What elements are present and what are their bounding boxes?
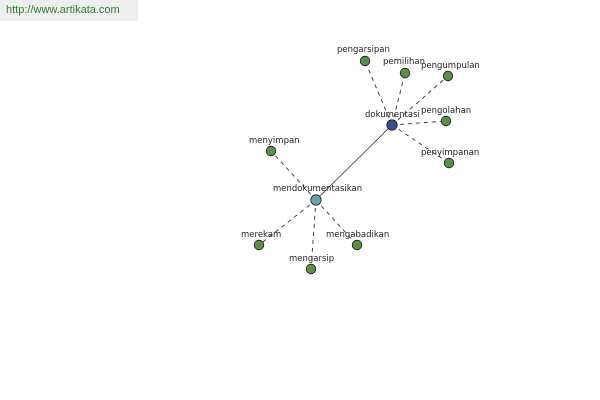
source-url-text[interactable]: http://www.artikata.com: [0, 0, 138, 21]
edge-dokumentasi-pengolahan: [391, 120, 447, 126]
nodes-layer: [253, 55, 455, 275]
node-pemilihan[interactable]: [399, 67, 411, 79]
label-mendokumentasikan: mendokumentasikan: [273, 184, 362, 194]
label-pengumpulan: pengumpulan: [421, 61, 480, 71]
label-penyimpanan: penyimpanan: [421, 148, 479, 158]
edge-mendokumentasikan-mengabadikan: [315, 199, 358, 246]
node-pengolahan[interactable]: [440, 115, 452, 127]
label-merekam: merekam: [241, 230, 281, 240]
edge-mendokumentasikan-menyimpan: [270, 150, 317, 201]
label-menyimpan: menyimpan: [249, 136, 300, 146]
hub-node-dokumentasi[interactable]: [386, 119, 398, 131]
node-mengabadikan[interactable]: [351, 239, 363, 251]
edges-layer: [258, 60, 450, 270]
node-menyimpan[interactable]: [265, 145, 277, 157]
edge-dokumentasi-pengarsipan: [364, 60, 393, 126]
node-pengumpulan[interactable]: [442, 70, 454, 82]
node-pengarsipan[interactable]: [359, 55, 371, 67]
hub-node-mendokumentasikan[interactable]: [310, 194, 322, 206]
label-pengolahan: pengolahan: [421, 106, 471, 116]
edge-dokumentasi-penyimpanan: [391, 124, 450, 164]
node-merekam[interactable]: [253, 239, 265, 251]
label-pengarsipan: pengarsipan: [337, 45, 390, 55]
label-mengarsip: mengarsip: [289, 254, 334, 264]
edge-dokumentasi-mendokumentasikan: [315, 124, 393, 201]
edge-mendokumentasikan-mengarsip: [310, 199, 317, 270]
label-mengabadikan: mengabadikan: [326, 230, 389, 240]
node-penyimpanan[interactable]: [443, 157, 455, 169]
node-mengarsip[interactable]: [305, 263, 317, 275]
label-dokumentasi: dokumentasi: [365, 110, 420, 120]
edge-dokumentasi-pemilihan: [391, 72, 406, 126]
label-pemilihan: pemilihan: [383, 57, 425, 67]
